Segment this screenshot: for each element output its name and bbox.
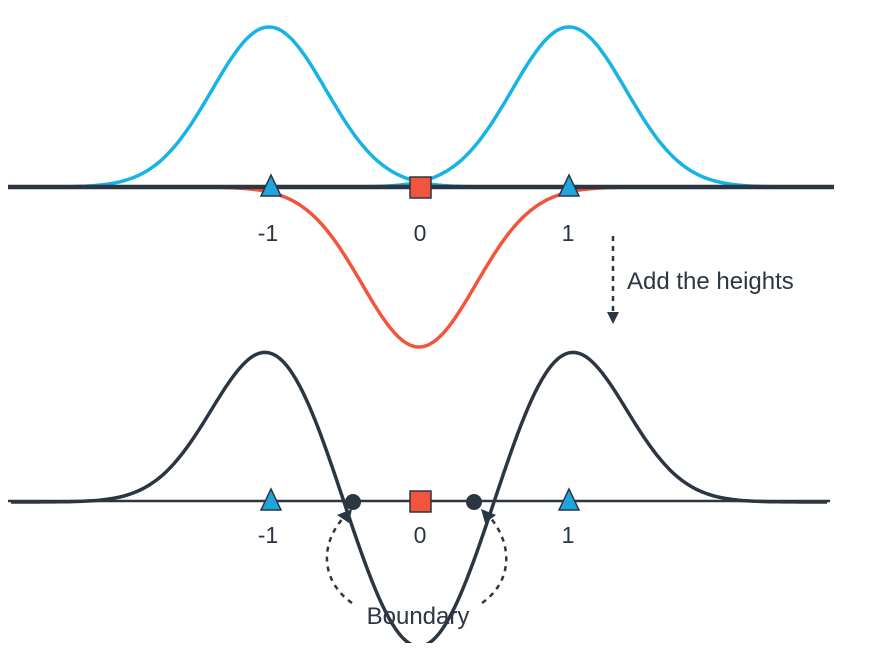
top-square-marker bbox=[409, 176, 432, 199]
top-tick-label-neg1: -1 bbox=[257, 220, 279, 246]
boundary-arrow-left bbox=[325, 515, 353, 605]
top-tick-label-1: 1 bbox=[561, 220, 575, 246]
bottom-tick-label-0: 0 bbox=[413, 522, 427, 548]
boundary-arrow-right bbox=[481, 515, 508, 605]
add-heights-label: Add the heights bbox=[627, 268, 794, 295]
boundary-arrowhead-left bbox=[337, 509, 352, 523]
bottom-tick-label-1: 1 bbox=[561, 522, 575, 548]
add-arrow-head bbox=[607, 312, 619, 324]
bottom-square-marker bbox=[409, 490, 432, 513]
boundary-arrowhead-right bbox=[481, 509, 496, 523]
red-gaussian-dip bbox=[194, 185, 644, 349]
blue-gaussian-left bbox=[51, 25, 487, 189]
top-tick-label-0: 0 bbox=[413, 220, 427, 246]
bottom-tick-label-neg1: -1 bbox=[257, 522, 279, 548]
bottom-triangle-marker-left bbox=[259, 487, 283, 511]
top-triangle-marker-right bbox=[557, 173, 581, 197]
top-triangle-marker-left bbox=[259, 173, 283, 197]
boundary-point-left bbox=[345, 494, 361, 510]
bottom-triangle-marker-right bbox=[557, 487, 581, 511]
blue-gaussian-right bbox=[351, 25, 787, 189]
boundary-label: Boundary bbox=[366, 603, 470, 630]
boundary-point-right bbox=[466, 494, 482, 510]
